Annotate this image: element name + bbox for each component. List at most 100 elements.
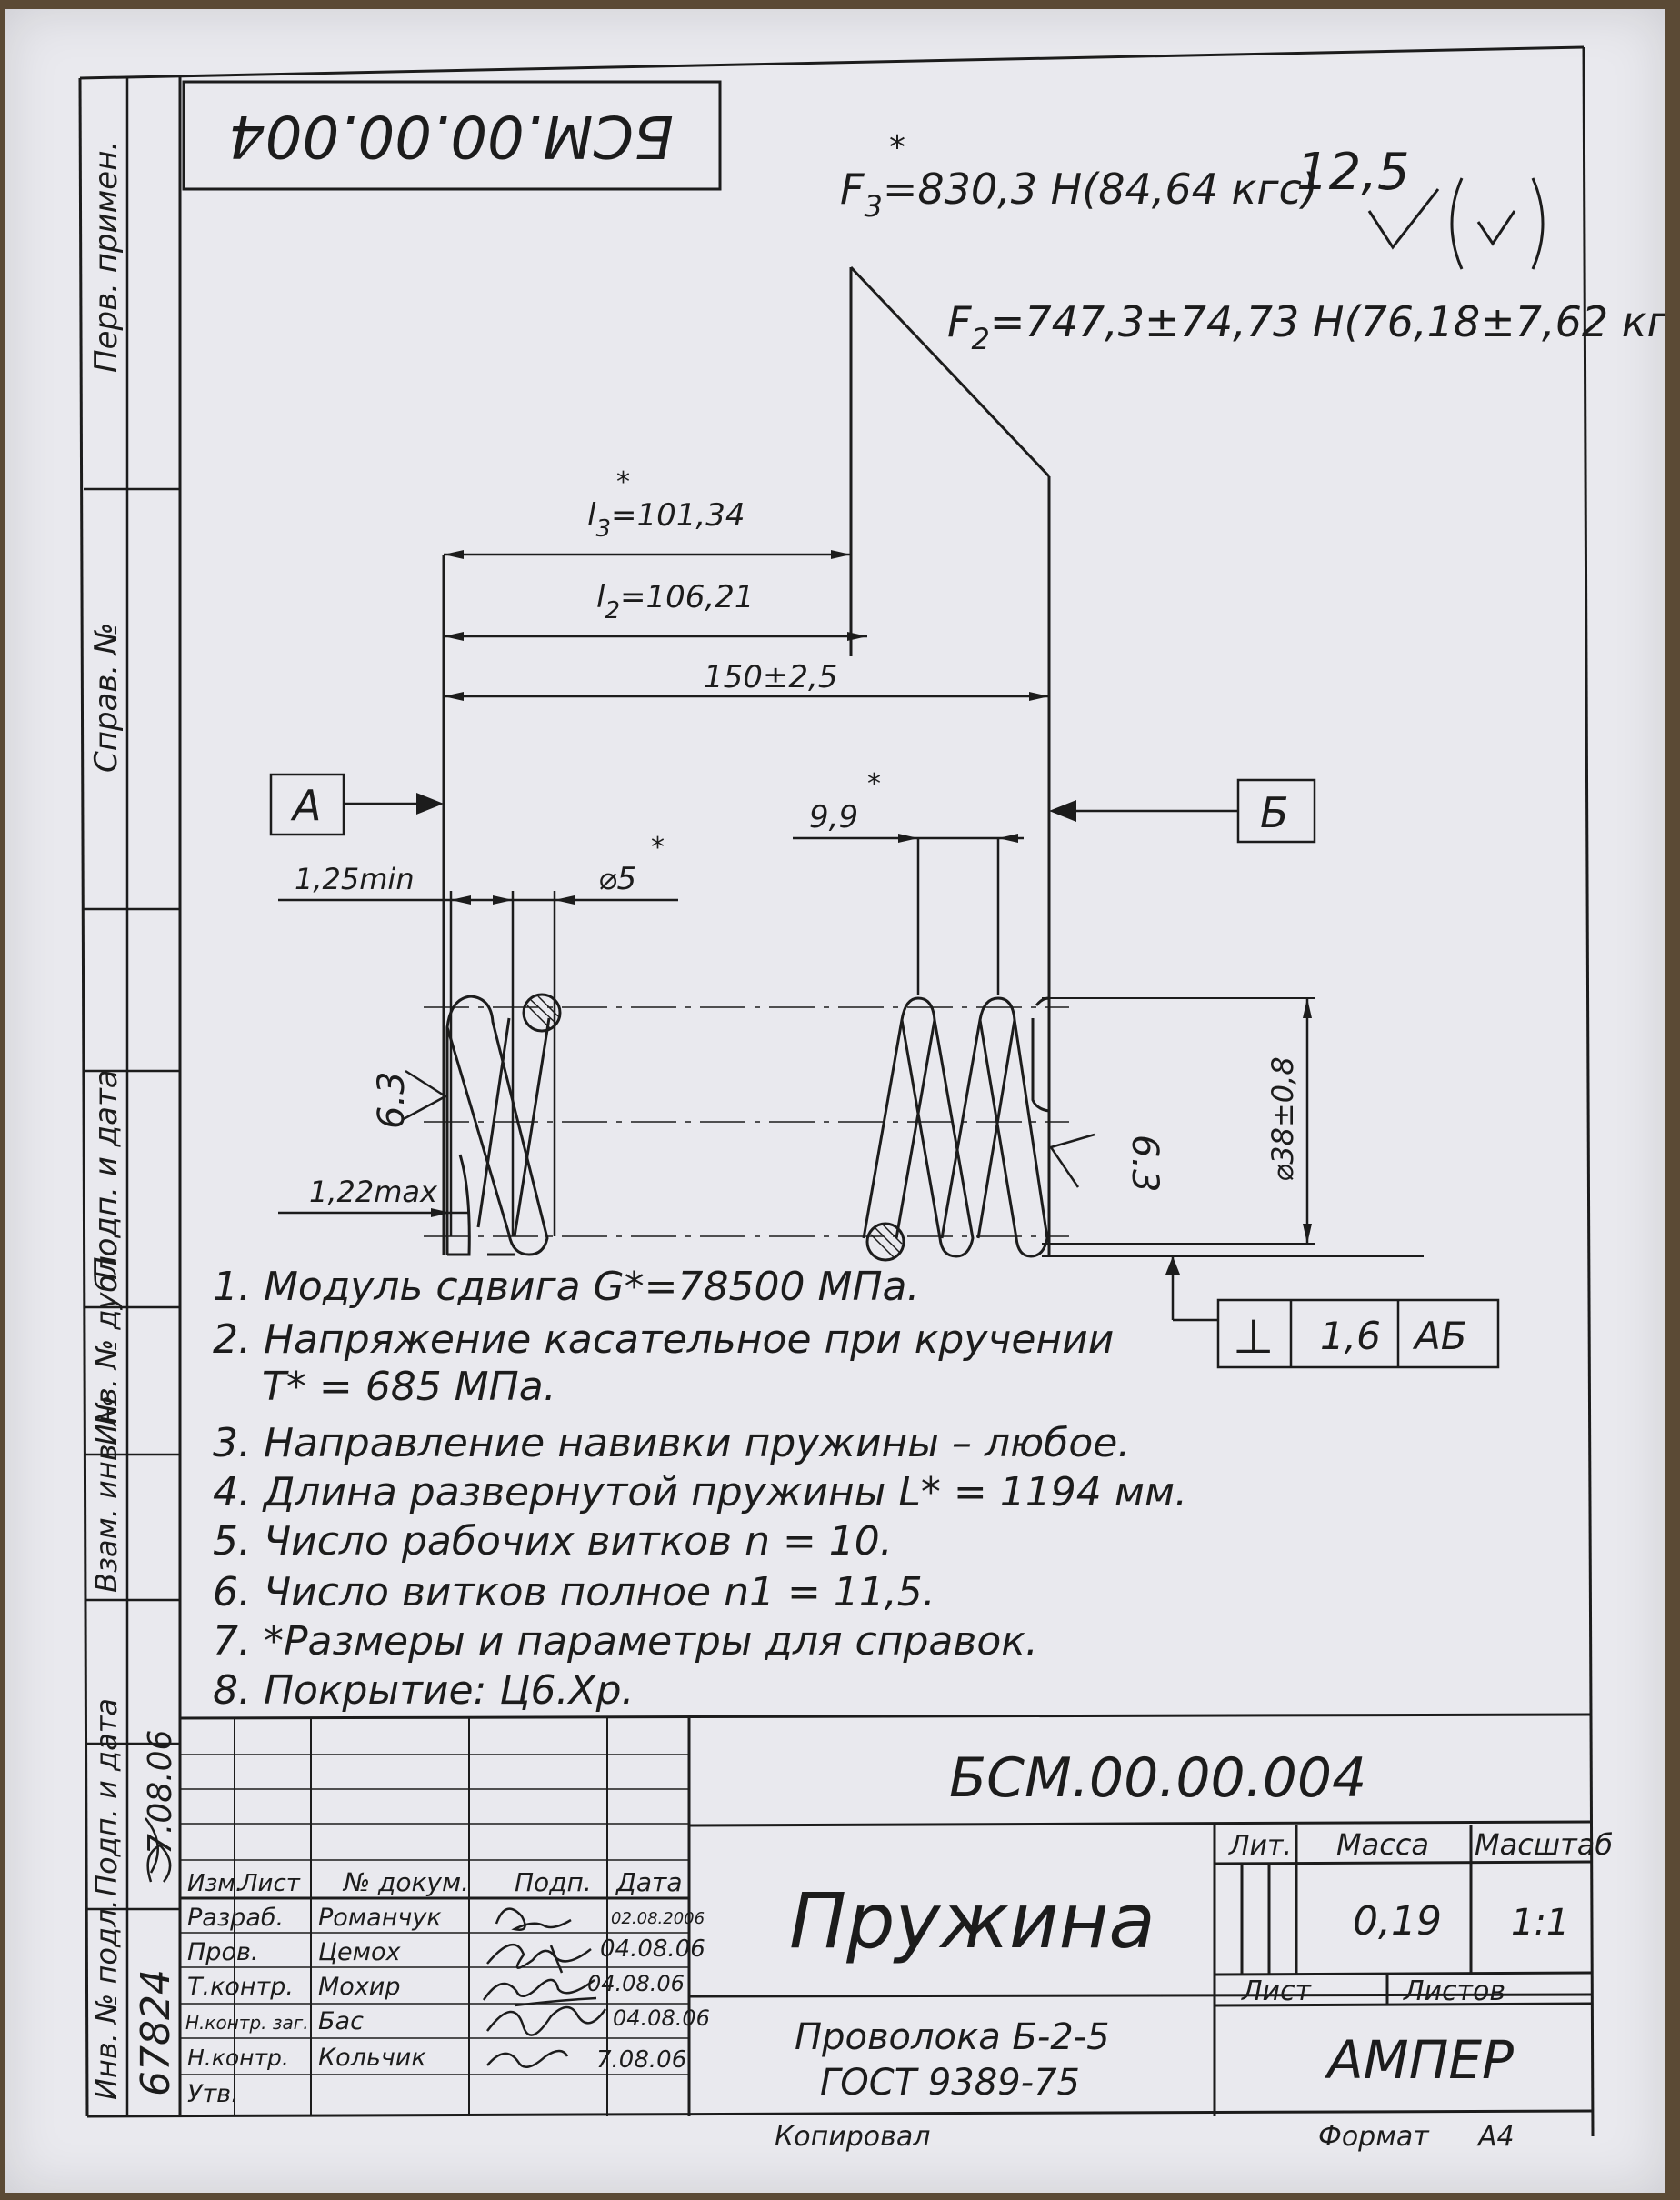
header-list: Лист — [239, 1870, 301, 1897]
label-inv-dubl: Инв. № дубл. — [89, 1246, 124, 1445]
name-nkontr: Кольчик — [318, 2044, 426, 2072]
l3-value: =101,34 — [611, 497, 745, 534]
mass-value: 0,19 — [1353, 1898, 1442, 1945]
role-tkontr: Т.контр. — [187, 1973, 294, 2001]
date-nkontr: 7.08.06 — [596, 2046, 686, 2074]
note-8: 8. Покрытие: Ц6.Хр. — [213, 1667, 635, 1714]
force-diagram — [442, 265, 1051, 1255]
wire-diameter-star: * — [651, 832, 665, 864]
frame — [78, 45, 1595, 2137]
scale-header: Масштаб — [1475, 1827, 1613, 1862]
format-label: Формат — [1318, 2121, 1430, 2153]
gap-max-dimension — [278, 1208, 469, 1217]
role-prov: Пров. — [187, 1938, 258, 1966]
f2-value: =747,3±74,73 Н(76,18±7,62 кгс) — [990, 297, 1665, 346]
sheets-header: Листов — [1403, 1975, 1505, 2007]
handwritten-date: 7.08.06 — [142, 1730, 179, 1855]
note-5: 5. Число рабочих витков n = 10. — [213, 1518, 893, 1565]
datum-b: Б — [1049, 778, 1316, 844]
force-labels: F3=830,3 Н(84,64 кгс) * F2=747,3±74,73 Н… — [840, 129, 1665, 356]
signatures — [145, 1817, 607, 2068]
date-nkontr-zag: 04.08.06 — [613, 2005, 710, 2031]
f3-label: F — [840, 165, 865, 214]
roughness-left: 6.3 — [371, 1069, 448, 1129]
technical-drawing: БСМ.00.00.004 Перв. примен. Справ. № Под… — [78, 45, 1665, 2153]
drawing-sheet: БСМ.00.00.004 Перв. примен. Справ. № Под… — [5, 9, 1665, 2193]
scale-value: 1:1 — [1511, 1902, 1569, 1944]
material-line1: Проволока Б-2-5 — [795, 2016, 1110, 2058]
l2-label: l — [596, 579, 605, 615]
length-dimension: 150±2,5 — [704, 659, 837, 695]
inv-number: 67824 — [133, 1969, 179, 2096]
f3-value: =830,3 Н(84,64 кгс) — [883, 165, 1318, 214]
pitch-value: 9,9 — [809, 799, 858, 835]
svg-text:F2=747,3±74,73 Н(76,18±7,62 кг: F2=747,3±74,73 Н(76,18±7,62 кгс) — [947, 297, 1665, 356]
datum-a: А — [269, 773, 444, 836]
note-4: 4. Длина развернутой пружины L* = 1194 м… — [213, 1469, 1187, 1515]
roughness-right-value: 6.3 — [1124, 1135, 1165, 1193]
label-perv-primen: Перв. примен. — [88, 141, 125, 373]
note-7: 7. *Размеры и параметры для справок. — [213, 1618, 1038, 1665]
header-doc: № докум. — [342, 1867, 469, 1897]
copied-label: Копировал — [775, 2121, 930, 2153]
material-line2: ГОСТ 9389-75 — [820, 2062, 1080, 2104]
part-name: Пружина — [789, 1876, 1155, 1965]
note-1: 1. Модуль сдвига G*=78500 МПа. — [213, 1264, 919, 1310]
tolerance-symbol: ⊥ — [1233, 1310, 1274, 1365]
pitch-star: * — [867, 768, 881, 800]
svg-text:l2=106,21: l2=106,21 — [596, 579, 754, 625]
roughness-left-value: 6.3 — [371, 1071, 413, 1129]
wire-dimension — [278, 891, 678, 1236]
tolerance-value: 1,6 — [1320, 1314, 1381, 1358]
role-utv: Утв. — [187, 2080, 239, 2108]
left-strip-lines — [84, 78, 180, 2116]
note-2: 2. Напряжение касательное при кручении — [213, 1316, 1114, 1363]
l3-sub: 3 — [595, 515, 611, 543]
datum-b-label: Б — [1260, 788, 1289, 837]
label-vzam-inv: Взам. инв. № — [89, 1395, 124, 1593]
svg-text:l3=101,34: l3=101,34 — [587, 497, 745, 543]
title-designation: БСМ.00.00.004 — [949, 1746, 1366, 1810]
datum-a-label: А — [290, 781, 321, 830]
company-name: АМПЕР — [1324, 2029, 1514, 2091]
tolerance-frame: ⊥ 1,6 АБ — [1165, 1256, 1500, 1369]
label-sprav-no: Справ. № — [88, 623, 125, 773]
l3-star: * — [616, 466, 630, 498]
roughness-general-value: 12,5 — [1296, 143, 1410, 202]
role-nkontr: Н.контр. — [187, 2045, 289, 2071]
note-6: 6. Число витков полное n1 = 11,5. — [213, 1569, 935, 1615]
outer-diameter-dimension — [1303, 998, 1312, 1244]
roughness-general: 12,5 — [1296, 143, 1545, 270]
top-designation-box: БСМ.00.00.004 — [182, 80, 722, 191]
outer-diameter: ⌀38±0,8 — [1265, 1056, 1300, 1182]
name-prov: Цемох — [318, 1938, 401, 1966]
note-3: 3. Направление навивки пружины – любое. — [213, 1420, 1130, 1466]
dimension-lines — [444, 550, 1049, 701]
l3-label: l — [587, 497, 596, 534]
header-date: Дата — [615, 1867, 683, 1897]
left-strip-labels: Перв. примен. Справ. № Подп. и дата Инв.… — [88, 141, 179, 2100]
l2-value: =106,21 — [620, 579, 754, 615]
pitch-dimension — [793, 834, 1024, 995]
role-nkontr-zag: Н.контр. заг. — [185, 2012, 309, 2034]
date-tkontr: 04.08.06 — [587, 1971, 685, 1996]
l2-sub: 2 — [605, 597, 620, 625]
f3-star: * — [889, 129, 905, 166]
sheet-header: Лист — [1241, 1975, 1313, 2007]
format-value: А4 — [1476, 2121, 1515, 2153]
top-designation: БСМ.00.00.004 — [228, 102, 674, 169]
label-inv-podl: Инв. № подл. — [89, 1899, 124, 2100]
f3-sub: 3 — [864, 189, 882, 224]
header-izm: Изм. — [187, 1870, 243, 1897]
title-block — [179, 1713, 1592, 2116]
label-podp-data-2: Подп. и дата — [89, 1698, 124, 1896]
mass-header: Масса — [1336, 1827, 1429, 1862]
technical-notes: 1. Модуль сдвига G*=78500 МПа. 2. Напряж… — [213, 1264, 1187, 1714]
gap-max: 1,22max — [309, 1175, 438, 1209]
date-razrab: 02.08.2006 — [611, 1909, 705, 1928]
roughness-right: 6.3 — [1048, 1133, 1165, 1193]
svg-text:F3=830,3 Н(84,64 кгс): F3=830,3 Н(84,64 кгс) — [840, 165, 1318, 224]
header-podp: Подп. — [515, 1867, 592, 1897]
wire-diameter: ⌀5 — [598, 861, 636, 897]
dimension-labels: l3=101,34 * l2=106,21 150±2,5 — [587, 466, 837, 695]
